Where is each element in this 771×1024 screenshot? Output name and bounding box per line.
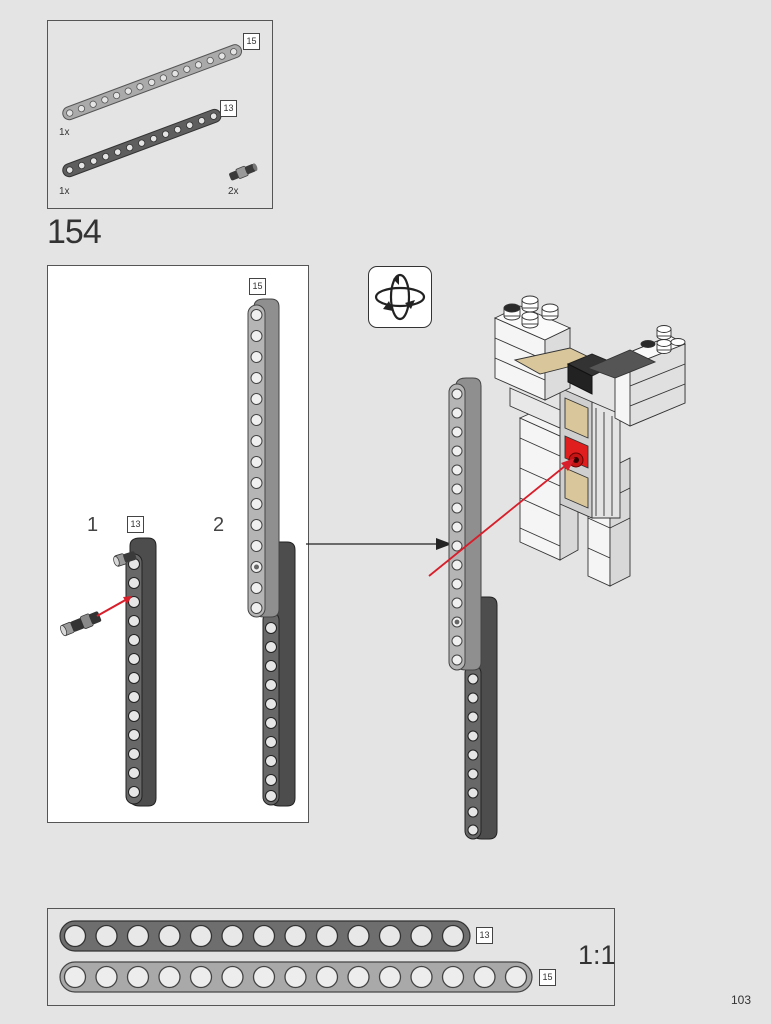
- substep-1-insert-arrow: [96, 596, 132, 617]
- model-attach-arrow: [428, 458, 575, 577]
- scale-label: 1:1: [578, 940, 616, 970]
- substep-1-inserted-pin: [113, 551, 137, 567]
- substep-number-1: 1: [87, 514, 99, 536]
- subassembly-to-model-arrow: [306, 538, 452, 550]
- substep-number-2: 2: [213, 514, 225, 536]
- scale-length-tag-15: 15: [539, 969, 556, 986]
- scale-length-tag-13: 13: [476, 927, 493, 944]
- substep-2-length-tag: 15: [249, 278, 266, 295]
- substep-1-loose-pin: [60, 611, 102, 637]
- model-beam-15: [448, 377, 482, 671]
- parts-length-tag-13: 13: [220, 100, 237, 117]
- substep-2-beam-15: [247, 298, 280, 618]
- parts-pin-connector-icon: [229, 163, 258, 181]
- substep-1-length-tag: 13: [127, 516, 144, 533]
- parts-quantity-pin: 2x: [228, 186, 239, 197]
- parts-length-tag-15: 15: [243, 33, 260, 50]
- page-number: 103: [731, 993, 752, 1007]
- parts-beam-13-icon: [62, 108, 222, 178]
- main-model-figure: [493, 295, 687, 587]
- parts-quantity-beam-13: 1x: [59, 186, 70, 197]
- rotate-model-icon: [368, 266, 432, 328]
- parts-quantity-beam-15: 1x: [59, 127, 70, 138]
- substep-1-beam-13: [125, 537, 157, 807]
- step-number: 154: [47, 213, 102, 251]
- parts-beam-15-icon: [62, 44, 243, 121]
- scale-beam-15: [59, 961, 533, 993]
- scale-beam-13: [59, 920, 471, 952]
